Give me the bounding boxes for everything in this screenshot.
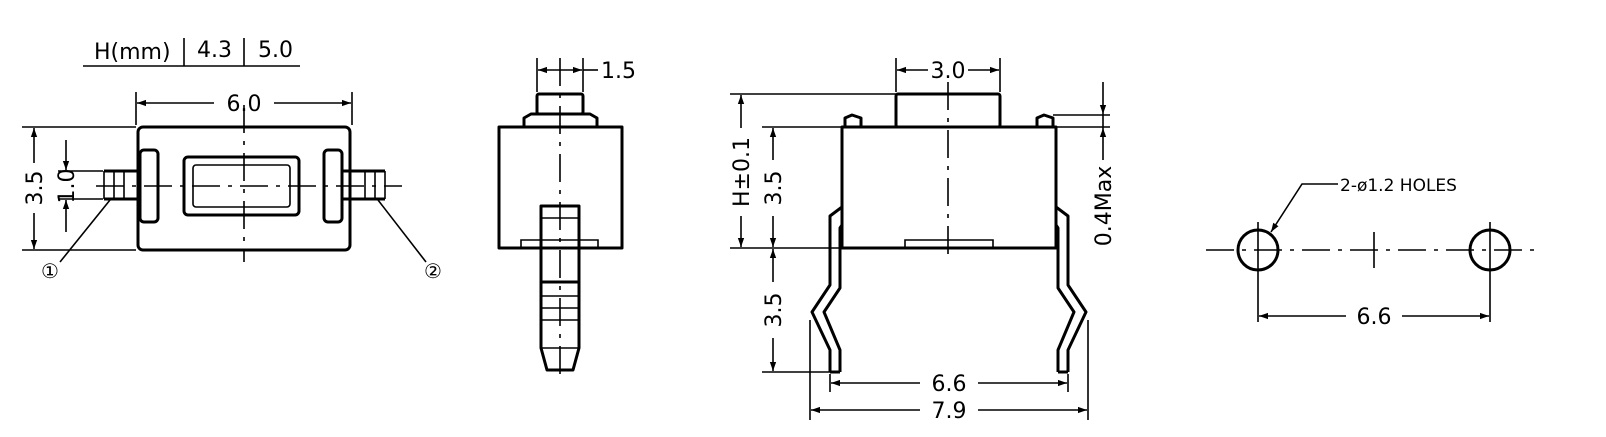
dim-hole-spacing: 6.6 <box>1357 305 1392 330</box>
front-lead-left <box>810 205 844 374</box>
dim-pin-width: 1.0 <box>55 169 80 204</box>
top-view: 6.0 3.5 1.0 ① ② <box>22 92 442 283</box>
dim-front-actuator: 3.0 <box>931 59 966 84</box>
dim-lead-length: 3.5 <box>762 293 787 328</box>
dim-side-actuator: 1.5 <box>601 59 636 84</box>
side-view: 1.5 <box>497 58 636 380</box>
table-header: H(mm) <box>94 40 171 65</box>
top-body <box>136 125 352 252</box>
dim-lead-spacing: 6.6 <box>932 372 967 397</box>
front-view: 3.0 H±0.1 3.5 3.5 0.4Max 6.6 <box>730 58 1117 424</box>
dim-overall-width: 7.9 <box>932 399 967 424</box>
dim-top-width: 6.0 <box>227 92 262 117</box>
pin-left <box>103 169 140 201</box>
dim-offset-max: 0.4Max <box>1092 166 1117 246</box>
pin-1-label: ① <box>41 259 59 283</box>
pcb-layout: 2-ø1.2 HOLES 6.6 <box>1206 176 1542 330</box>
table-value-1: 4.3 <box>197 38 232 63</box>
pin-right <box>342 169 386 201</box>
dim-total-height: H±0.1 <box>730 137 755 207</box>
dim-body-height: 3.5 <box>762 171 787 206</box>
front-body <box>840 125 1058 250</box>
pin-2-label: ② <box>424 259 442 283</box>
holes-note: 2-ø1.2 HOLES <box>1340 176 1457 196</box>
dim-top-height: 3.5 <box>23 171 48 206</box>
front-lead-right <box>1054 205 1088 374</box>
table-value-2: 5.0 <box>258 38 293 63</box>
height-table: H(mm) 4.3 5.0 <box>83 38 300 67</box>
